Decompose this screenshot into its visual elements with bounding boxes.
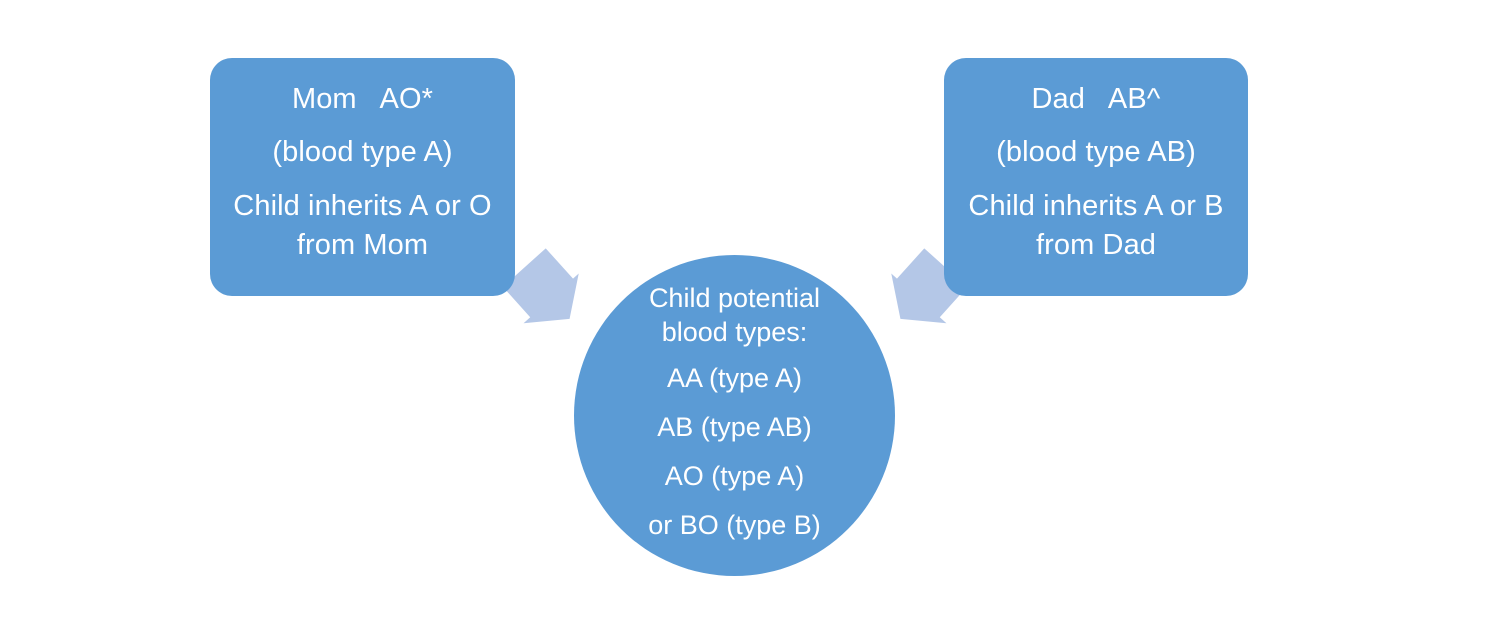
child-outcome-3: or BO (type B) bbox=[648, 509, 821, 540]
dad-blood-type-label: (blood type AB) bbox=[996, 135, 1196, 168]
arrow-dad-to-child bbox=[891, 248, 968, 324]
child-outcome-node[interactable]: Child potential blood types: AA (type A)… bbox=[574, 255, 895, 576]
arrow-mom-to-child bbox=[502, 248, 579, 324]
mom-genotype-heading: Mom AO* bbox=[291, 83, 434, 115]
mom-inheritance-note: Child inherits A or O from Mom bbox=[233, 190, 492, 262]
dad-inheritance-note: Child inherits A or B from Dad bbox=[968, 190, 1224, 262]
child-outcome-1: AB (type AB) bbox=[657, 411, 812, 442]
child-outcome-0: AA (type A) bbox=[666, 362, 803, 393]
child-heading: Child potential blood types: bbox=[648, 283, 821, 348]
mom-blood-type-label: (blood type A) bbox=[272, 135, 453, 168]
dad-genotype-heading: Dad AB^ bbox=[1031, 83, 1161, 115]
parent-node-dad[interactable]: Dad AB^ (blood type AB) Child inherits A… bbox=[944, 58, 1248, 296]
child-outcome-2: AO (type A) bbox=[664, 460, 805, 491]
parent-node-mom[interactable]: Mom AO* (blood type A) Child inherits A … bbox=[210, 58, 515, 296]
